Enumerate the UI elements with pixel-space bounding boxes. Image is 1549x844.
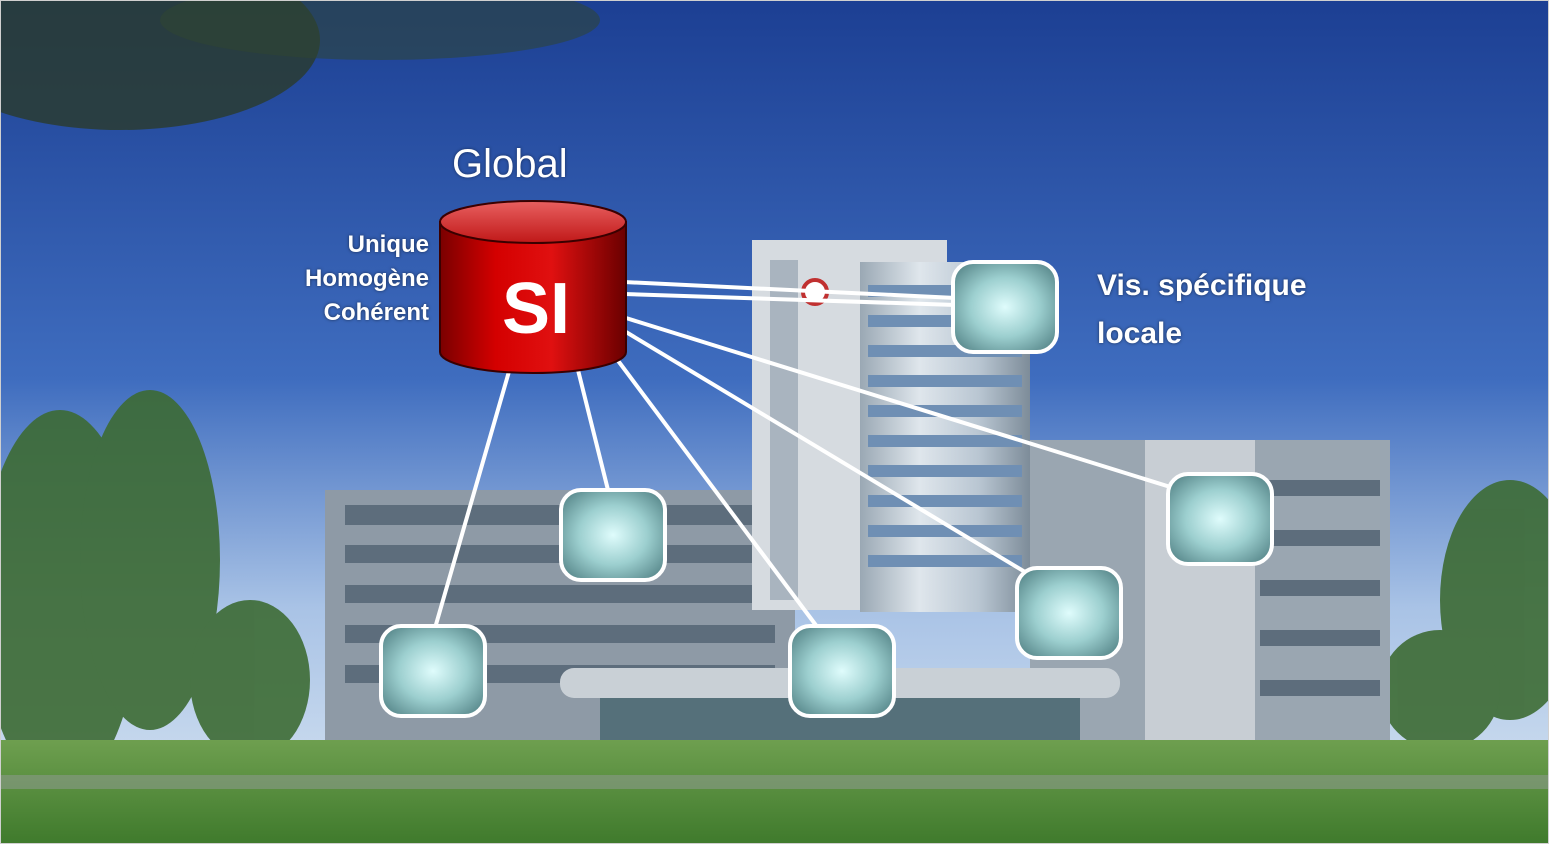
connector-line	[433, 366, 512, 630]
si-database-icon	[439, 200, 627, 374]
si-properties: Unique Homogène Cohérent	[305, 228, 429, 330]
connector-line	[622, 292, 958, 307]
property-coherent: Cohérent	[323, 299, 429, 326]
local-view-node	[951, 260, 1059, 354]
local-view-label: Vis. spécifique locale	[1097, 269, 1307, 350]
local-view-node	[788, 624, 896, 718]
connector-group	[433, 280, 1182, 630]
connector-line	[624, 316, 1182, 492]
si-label: SI	[501, 269, 571, 349]
connector-line	[624, 330, 1037, 580]
property-unique: Unique	[347, 231, 429, 258]
connector-line	[576, 368, 610, 492]
local-view-node	[1166, 472, 1274, 566]
local-view-node	[1015, 566, 1123, 660]
local-view-node	[559, 488, 667, 582]
connector-line	[622, 280, 958, 300]
property-homogene: Homogène	[304, 265, 429, 292]
local-view-node	[379, 624, 487, 718]
global-caption: Global	[452, 142, 568, 186]
connector-line	[614, 356, 820, 630]
local-view-group	[379, 260, 1274, 718]
